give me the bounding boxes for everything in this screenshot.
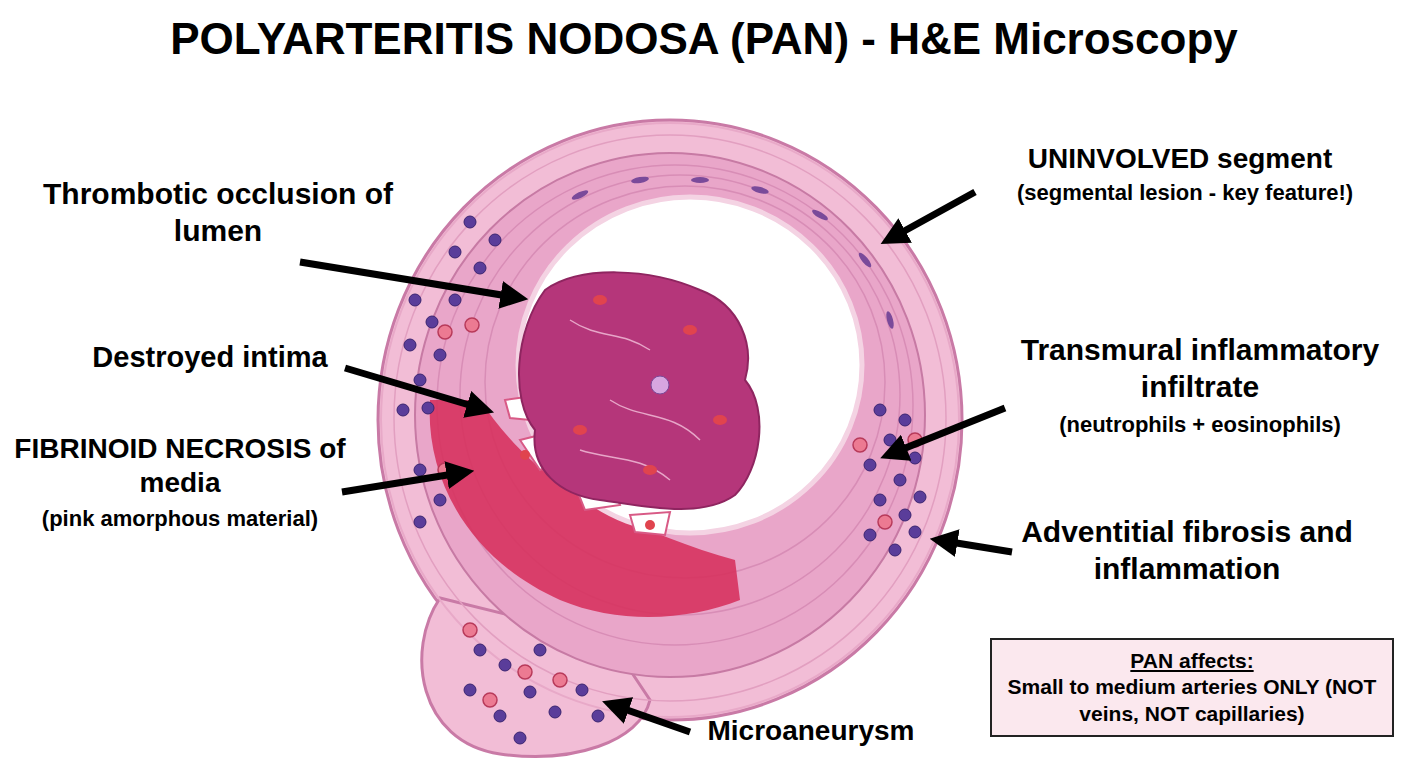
label-note: (segmental lesion - key feature!) bbox=[985, 180, 1385, 207]
neutrophil-cell bbox=[864, 459, 876, 471]
diagram-title: POLYARTERITIS NODOSA (PAN) - H&E Microsc… bbox=[0, 14, 1408, 64]
red-cell bbox=[593, 295, 607, 305]
neutrophil-cell bbox=[899, 414, 911, 426]
leader-arrow bbox=[610, 704, 690, 732]
neutrophil-cell bbox=[414, 464, 426, 476]
neutrophil-cell bbox=[499, 659, 511, 671]
neutrophil-cell bbox=[449, 294, 461, 306]
neutrophil-cell bbox=[422, 402, 434, 414]
leader-arrow bbox=[938, 540, 1012, 552]
muscle-nucleus bbox=[631, 175, 650, 184]
red-cell bbox=[645, 520, 655, 530]
neutrophil-cell bbox=[464, 216, 476, 228]
eosinophil-cell bbox=[465, 318, 479, 332]
neutrophil-cell bbox=[474, 262, 486, 274]
muscle-nucleus bbox=[691, 177, 709, 183]
red-cell bbox=[643, 465, 657, 475]
neutrophil-cell bbox=[404, 339, 416, 351]
neutrophil-cell bbox=[864, 529, 876, 541]
callout-label: Destroyed intima bbox=[60, 340, 360, 375]
muscle-nucleus bbox=[811, 208, 830, 222]
neutrophil-cell bbox=[889, 544, 901, 556]
neutrophil-cell bbox=[899, 509, 911, 521]
adventitia-fibre bbox=[381, 123, 959, 717]
neutrophil-cell bbox=[576, 684, 588, 696]
fibrin-strand bbox=[570, 320, 700, 480]
callout-label: FIBRINOID NECROSIS of media bbox=[0, 432, 360, 500]
neutrophil-cell bbox=[414, 516, 426, 528]
lumen bbox=[518, 197, 862, 533]
neutrophil-cell bbox=[489, 234, 501, 246]
neutrophil-cell bbox=[514, 732, 526, 744]
callout-label: UNINVOLVED segment bbox=[980, 142, 1380, 176]
neutrophil-cell bbox=[474, 644, 486, 656]
neutrophil-cell bbox=[409, 294, 421, 306]
neutrophil-cell bbox=[426, 316, 438, 328]
leader-arrow bbox=[345, 368, 486, 410]
thrombus bbox=[519, 272, 759, 509]
muscle-nucleus bbox=[751, 185, 770, 195]
eosinophil-cell bbox=[483, 693, 497, 707]
leader-arrow bbox=[300, 262, 520, 298]
label-note: (pink amorphous material) bbox=[10, 506, 350, 533]
intima-fragment bbox=[630, 512, 670, 535]
neutrophil-cell bbox=[914, 491, 926, 503]
leader-arrow bbox=[342, 472, 466, 492]
neutrophil-cell bbox=[414, 374, 426, 386]
neutrophil-cell bbox=[592, 710, 604, 722]
muscle-nucleus bbox=[885, 311, 895, 330]
callout-label: Transmural inflammatory infiltrate bbox=[1000, 332, 1400, 405]
red-cell bbox=[520, 450, 530, 460]
callout-label: Thrombotic occlusion of lumen bbox=[38, 176, 398, 249]
neutrophil-cell bbox=[397, 404, 409, 416]
neutrophil-cell bbox=[534, 644, 546, 656]
neutrophil-cell bbox=[549, 706, 561, 718]
red-cell bbox=[683, 325, 697, 335]
neutrophil-cell bbox=[494, 710, 506, 722]
neutrophil-cell bbox=[874, 404, 886, 416]
red-cell bbox=[573, 425, 587, 435]
neutrophil-cell bbox=[874, 494, 886, 506]
info-box: PAN affects:Small to medium arteries ONL… bbox=[990, 638, 1394, 737]
eosinophil-cell bbox=[853, 438, 867, 452]
neutrophil-cell bbox=[434, 494, 446, 506]
eosinophil-cell bbox=[518, 665, 532, 679]
adventitia bbox=[378, 120, 962, 720]
muscle-nucleus bbox=[571, 188, 590, 201]
box-heading: PAN affects: bbox=[1002, 648, 1382, 674]
media bbox=[415, 153, 925, 677]
white-cell bbox=[651, 376, 669, 394]
neutrophil-cell bbox=[464, 684, 476, 696]
eosinophil-cell bbox=[553, 673, 567, 687]
neutrophil-cell bbox=[884, 434, 896, 446]
box-body: Small to medium arteries ONLY (NOT veins… bbox=[1002, 674, 1382, 727]
neutrophil-cell bbox=[524, 686, 536, 698]
callout-label: Adventitial fibrosis and inflammation bbox=[1007, 514, 1367, 587]
callout-label: Microaneurysm bbox=[696, 714, 926, 748]
leader-arrow bbox=[888, 192, 975, 240]
eosinophil-cell bbox=[878, 515, 892, 529]
eosinophil-cell bbox=[463, 623, 477, 637]
neutrophil-cell bbox=[449, 246, 461, 258]
eosinophil-cell bbox=[438, 325, 452, 339]
leader-arrow bbox=[888, 408, 1005, 455]
neutrophil-cell bbox=[894, 474, 906, 486]
adventitia-fibre bbox=[394, 135, 946, 701]
red-cell bbox=[713, 415, 727, 425]
neutrophil-cell bbox=[909, 452, 921, 464]
neutrophil-cell bbox=[434, 349, 446, 361]
muscle-nucleus bbox=[857, 251, 873, 269]
label-note: (neutrophils + eosinophils) bbox=[1000, 412, 1400, 439]
neutrophil-cell bbox=[909, 526, 921, 538]
